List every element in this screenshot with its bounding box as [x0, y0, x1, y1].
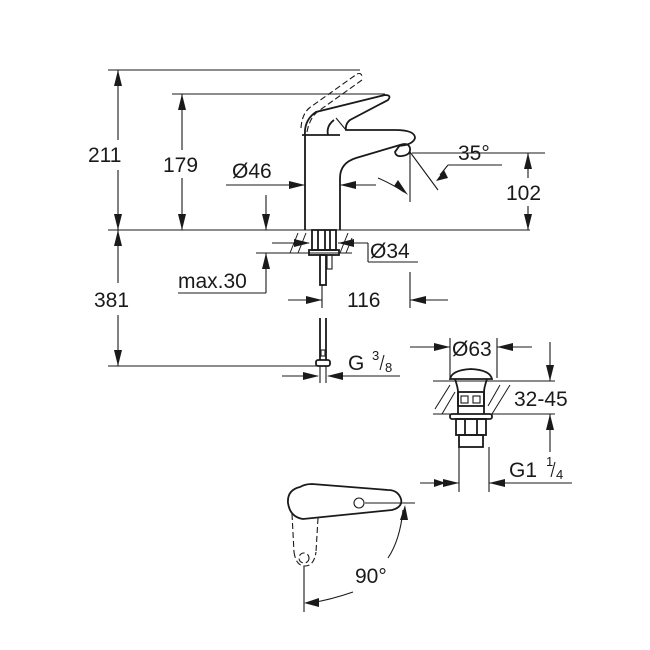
waste-thread-prefix: G1 [509, 459, 537, 482]
waste-thread-den: 4 [556, 467, 563, 482]
dim-102-label: 102 [506, 182, 541, 205]
dim-waste-thread: G1 1 4 [420, 454, 572, 487]
hose-thread-den: 8 [385, 360, 392, 375]
dim-waste-diameter: Ø63 [410, 338, 532, 378]
dim-46-label: Ø46 [232, 160, 272, 183]
dim-116-label: 116 [347, 289, 380, 312]
dim-179-label: 179 [163, 154, 198, 177]
lever-top-view: 90° [287, 479, 446, 612]
dim-total-height: 211 [88, 69, 360, 230]
dim-63-label: Ø63 [452, 338, 492, 361]
dim-waste-deck: 32-45 [514, 342, 568, 452]
hose-thread-prefix: G [348, 352, 364, 375]
dim-outlet-height: 102 [412, 152, 545, 230]
waste-thread-num: 1 [546, 454, 553, 469]
dim-90-label: 90° [355, 565, 387, 588]
dim-body-diameter: Ø46 [226, 160, 376, 230]
dim-381-label: 381 [94, 289, 129, 312]
dim-34-label: Ø34 [370, 240, 410, 263]
dim-max-deck: max.30 [178, 252, 290, 294]
dim-projection: 116 [288, 272, 448, 312]
dim-below-deck: 381 [94, 230, 318, 367]
dim-3245-label: 32-45 [514, 388, 568, 411]
dim-hose-thread: G 3 8 [282, 348, 400, 380]
faucet-side-view [300, 72, 416, 230]
hose-thread-num: 3 [372, 348, 379, 363]
dim-hole-diameter: Ø34 [272, 239, 418, 263]
waste-valve [433, 368, 555, 492]
dim-spout-height: 179 [163, 93, 385, 230]
dim-211-label: 211 [88, 144, 121, 167]
dim-max30-label: max.30 [178, 270, 247, 293]
